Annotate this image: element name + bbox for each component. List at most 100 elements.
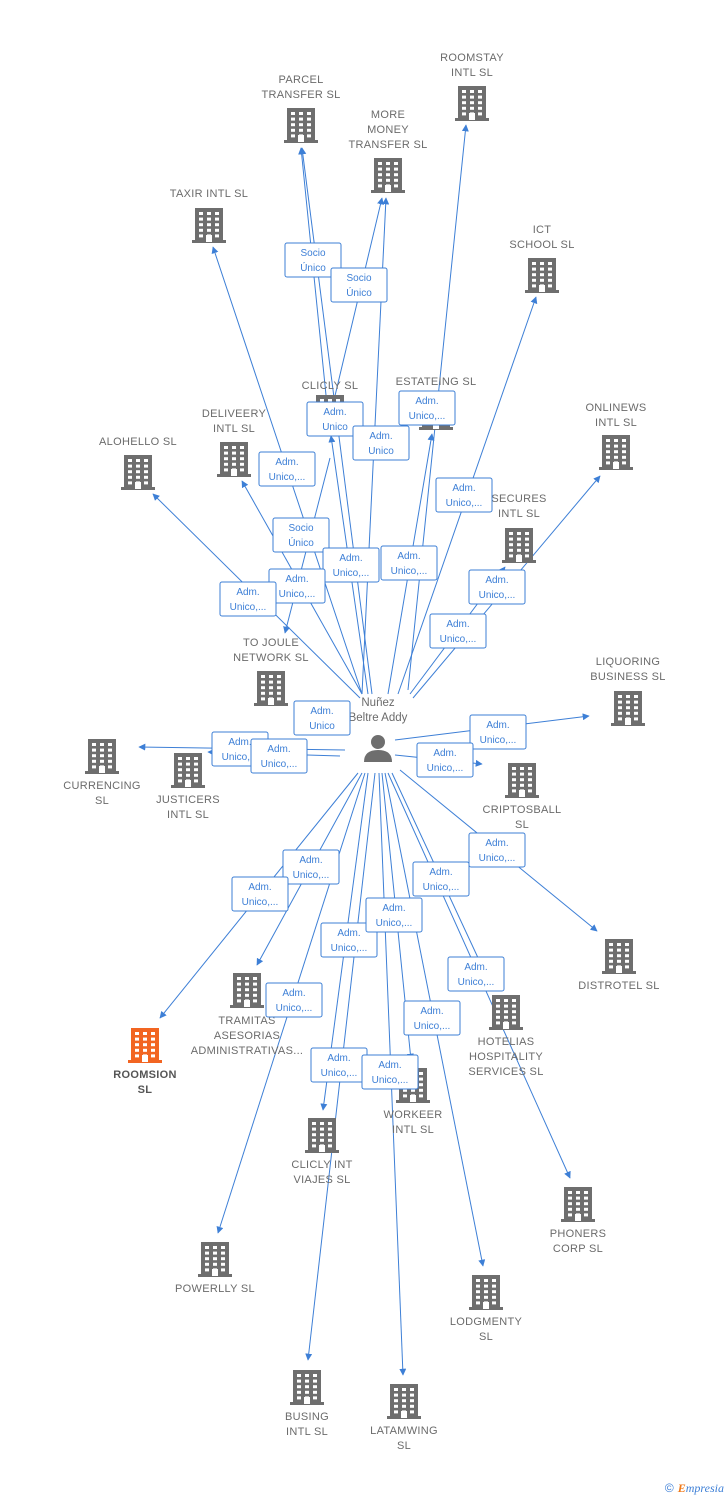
company-label: INTL SL xyxy=(451,67,493,79)
role-label[interactable]: Adm.Unico,... xyxy=(268,568,326,604)
company-node-currencing[interactable]: CURRENCING SL xyxy=(63,739,141,807)
role-label[interactable]: Adm.Unico,... xyxy=(416,742,474,778)
company-node-justicers[interactable]: JUSTICERS INTL SL xyxy=(156,753,220,821)
company-label: CLICLY INT xyxy=(291,1159,352,1171)
role-text: Único xyxy=(288,536,314,549)
building-icon xyxy=(192,208,226,243)
role-label[interactable]: Adm.Unico,... xyxy=(468,832,526,868)
role-label[interactable]: Adm.Unico,... xyxy=(250,738,308,774)
company-label: CURRENCING xyxy=(63,780,141,792)
role-label[interactable]: Adm.Unico,... xyxy=(258,451,316,487)
role-label[interactable]: Adm. Unico,... xyxy=(320,922,378,958)
role-text: Unico,... xyxy=(479,590,516,601)
role-label[interactable]: Adm.Unico,... xyxy=(469,714,527,750)
company-label: ICT xyxy=(533,224,552,236)
role-text: Unico xyxy=(309,721,335,732)
company-node-tramitas[interactable]: TRAMITASASESORIASADMINISTRATIVAS... xyxy=(191,973,304,1057)
company-label: SCHOOL SL xyxy=(509,239,574,251)
role-label[interactable]: Adm.Unico xyxy=(352,425,410,461)
company-label: INTL SL xyxy=(498,508,540,520)
building-icon xyxy=(128,1028,162,1063)
role-label[interactable]: Adm.Unico,... xyxy=(322,547,380,583)
role-label[interactable]: Adm.Unico,... xyxy=(361,1054,419,1090)
role-label[interactable]: Adm.Unico,... xyxy=(447,956,505,992)
person-icon xyxy=(364,735,392,762)
company-label: HOTELIAS xyxy=(478,1036,535,1048)
role-label[interactable]: Adm.Unico,... xyxy=(265,982,323,1018)
company-label: WORKEER xyxy=(384,1109,443,1121)
role-text: Unico,... xyxy=(293,870,330,881)
company-label: PARCEL xyxy=(279,74,324,86)
role-label[interactable]: Adm.Unico,... xyxy=(219,581,277,617)
role-label[interactable]: Adm.Unico,... xyxy=(365,897,423,933)
role-text: Adm. xyxy=(337,928,360,939)
role-text: Adm. xyxy=(299,855,322,866)
role-text: Adm. xyxy=(446,619,469,630)
role-text: Unico,... xyxy=(230,602,267,613)
role-label[interactable]: Adm.Unico,... xyxy=(231,876,289,912)
company-label: POWERLLY SL xyxy=(175,1283,255,1295)
company-label: INTL SL xyxy=(392,1124,434,1136)
company-label: JUSTICERS xyxy=(156,794,220,806)
company-label: SL xyxy=(95,795,109,807)
role-text: Unico,... xyxy=(242,897,279,908)
role-text: Unico,... xyxy=(331,943,368,954)
company-label: TRAMITAS xyxy=(218,1015,275,1027)
company-node-distrotel[interactable]: DISTROTEL SL xyxy=(578,939,659,992)
role-label[interactable]: Adm.Unico,... xyxy=(398,390,456,426)
role-label[interactable]: Adm.Unico xyxy=(293,700,351,736)
company-label: BUSING xyxy=(285,1411,329,1423)
role-text: Adm. xyxy=(464,962,487,973)
role-label[interactable]: Adm.Unico xyxy=(306,401,364,437)
role-label[interactable]: Adm.Unico,... xyxy=(403,1000,461,1036)
role-label[interactable]: Adm. Unico,... xyxy=(282,849,340,885)
company-label: MORE xyxy=(371,109,405,121)
company-label: INTL SL xyxy=(167,809,209,821)
role-label[interactable]: Adm.Unico,... xyxy=(468,569,526,605)
role-label[interactable]: Adm. Unico,... xyxy=(429,613,487,649)
role-label[interactable]: Adm.Unico,... xyxy=(435,477,493,513)
role-text: Adm. xyxy=(327,1053,350,1064)
company-label: SL xyxy=(138,1084,153,1096)
company-label: DISTROTEL SL xyxy=(578,980,659,992)
company-node-powerlly[interactable]: POWERLLY SL xyxy=(175,1242,255,1295)
company-node-ict[interactable]: ICT SCHOOL SL xyxy=(509,224,574,293)
building-icon xyxy=(284,108,318,143)
role-text: Unico,... xyxy=(409,411,446,422)
role-text: Unico,... xyxy=(391,566,428,577)
role-label[interactable]: Adm.Unico,... xyxy=(310,1047,368,1083)
role-text: Unico,... xyxy=(440,634,477,645)
role-label[interactable]: Adm.Unico,... xyxy=(412,861,470,897)
role-text: Unico,... xyxy=(480,735,517,746)
role-label[interactable]: Adm. Unico,... xyxy=(380,545,438,581)
company-node-alohello[interactable]: ALOHELLO SL xyxy=(99,436,177,490)
company-node-taxir[interactable]: TAXIR INTL SL xyxy=(170,188,248,243)
role-text: Adm. xyxy=(275,457,298,468)
role-text: Socio xyxy=(300,248,325,259)
brand-initial: E xyxy=(677,1481,686,1495)
role-text: Adm. xyxy=(397,551,420,562)
role-text: Socio xyxy=(288,523,313,534)
edges-layer xyxy=(138,124,601,1376)
building-icon xyxy=(505,763,539,798)
